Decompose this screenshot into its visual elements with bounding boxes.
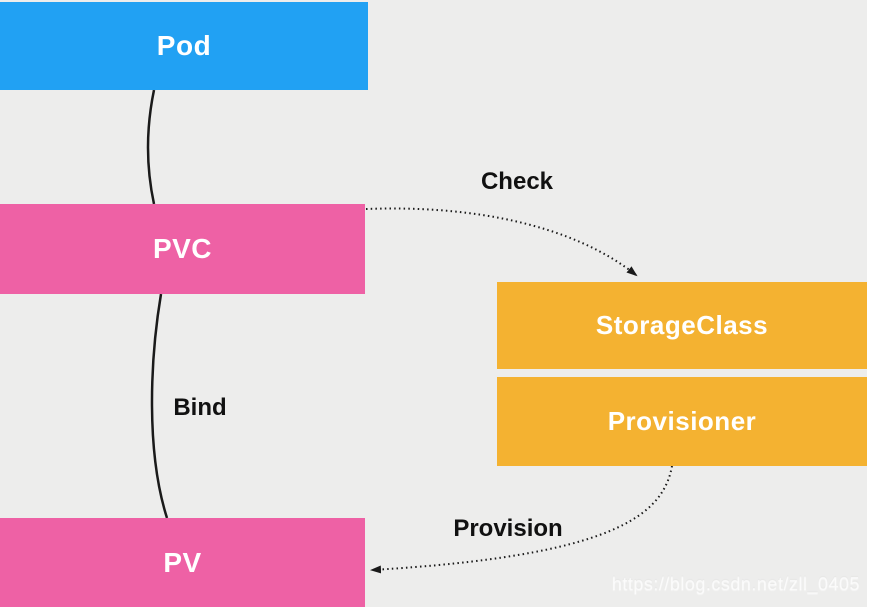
node-pod-label: Pod xyxy=(156,30,212,61)
node-pvc-label: PVC xyxy=(152,233,213,264)
node-provisioner: Provisioner xyxy=(497,377,867,466)
node-pvc: PVC xyxy=(0,204,365,294)
edge-label-bind: Bind xyxy=(173,394,227,421)
node-pv: PV xyxy=(0,518,365,607)
edge-label-check: Check xyxy=(480,168,554,195)
node-storageclass: StorageClass xyxy=(497,282,867,369)
watermark-text: https://blog.csdn.net/zll_0405 xyxy=(611,574,860,594)
node-storageclass-label: StorageClass xyxy=(595,310,769,340)
edge-label-provision: Provision xyxy=(453,515,563,542)
node-provisioner-label: Provisioner xyxy=(607,406,757,436)
node-pod: Pod xyxy=(0,2,368,90)
node-pv-label: PV xyxy=(163,546,202,578)
